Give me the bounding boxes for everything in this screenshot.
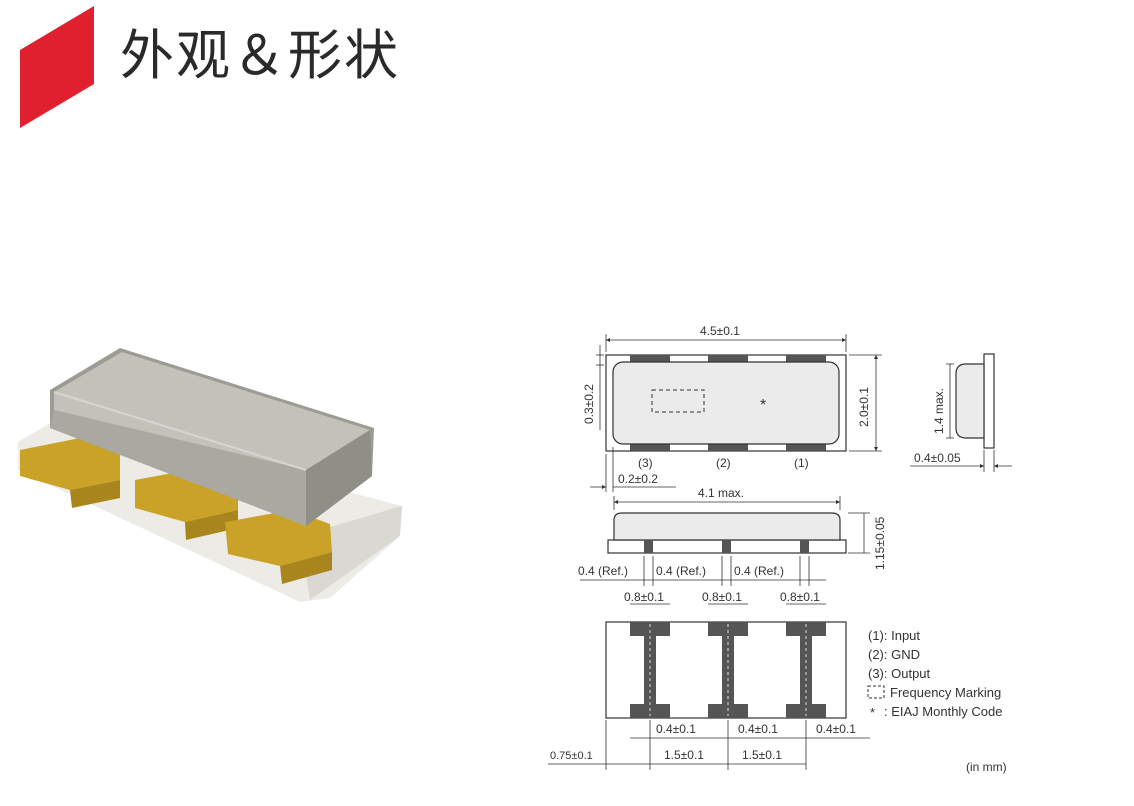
legend-input: (1): Input — [868, 628, 920, 643]
pad-width-dim-1: 0.8±0.1 — [624, 590, 664, 604]
pad-offset-dim: 0.3±0.2 — [582, 384, 596, 424]
ref-dim-2: 0.4 (Ref.) — [656, 564, 706, 578]
units-note: (in mm) — [966, 760, 1007, 774]
legend-gnd: (2): GND — [868, 647, 920, 662]
slot-dim-1: 0.4±0.1 — [656, 722, 696, 736]
pad-width-dim-2: 0.8±0.1 — [702, 590, 742, 604]
eiaj-mark: * — [760, 397, 766, 414]
page-header: 外观＆形状 — [0, 0, 1134, 130]
legend-output: (3): Output — [868, 666, 931, 681]
product-photo — [18, 348, 402, 602]
page-title: 外观＆形状 — [120, 24, 400, 87]
height-dim: 2.0±0.1 — [857, 387, 871, 427]
pin-label-1: (1) — [794, 456, 809, 470]
front-length-dim: 4.1 max. — [698, 486, 744, 500]
top-view: * (3) (2) (1) 4.5±0.1 2.0±0.1 0.3±0.2 0.… — [582, 324, 882, 492]
front-height-dim: 1.15±0.05 — [873, 516, 887, 570]
legend-frequency: Frequency Marking — [890, 685, 1001, 700]
ref-dim-3: 0.4 (Ref.) — [734, 564, 784, 578]
front-view: 4.1 max. 1.15±0.05 0.4 (Ref.) 0.4 (Ref.)… — [578, 486, 887, 586]
bottom-view: 0.8±0.1 0.8±0.1 0.8±0.1 0.4±0.1 0.4±0.1 … — [548, 590, 870, 770]
side-view: 1.4 max. 0.4±0.05 — [910, 353, 1012, 472]
edge-dim: 0.75±0.1 — [550, 750, 593, 762]
slot-dim-3: 0.4±0.1 — [816, 722, 856, 736]
legend-star: * — [870, 705, 875, 720]
dashed-box-icon — [867, 685, 885, 699]
side-height-dim: 1.4 max. — [932, 388, 946, 434]
legend: (1): Input (2): GND (3): Output Frequenc… — [867, 628, 1003, 720]
ref-dim-1: 0.4 (Ref.) — [578, 564, 628, 578]
width-dim: 4.5±0.1 — [700, 324, 740, 338]
slot-dim-2: 0.4±0.1 — [738, 722, 778, 736]
pitch-dim-1: 1.5±0.1 — [664, 748, 704, 762]
metal-cap — [50, 348, 374, 526]
edge-offset-dim: 0.2±0.2 — [618, 472, 658, 486]
side-thickness-dim: 0.4±0.05 — [914, 451, 961, 465]
dimension-drawing: * (3) (2) (1) 4.5±0.1 2.0±0.1 0.3±0.2 0.… — [548, 324, 1012, 774]
brand-mark-icon — [20, 6, 94, 128]
terminal-left — [20, 438, 120, 508]
pin-label-3: (3) — [638, 456, 653, 470]
pitch-dim-2: 1.5±0.1 — [742, 748, 782, 762]
pad-width-dim-3: 0.8±0.1 — [780, 590, 820, 604]
pin-label-2: (2) — [716, 456, 731, 470]
legend-eiaj: : EIAJ Monthly Code — [884, 704, 1003, 719]
